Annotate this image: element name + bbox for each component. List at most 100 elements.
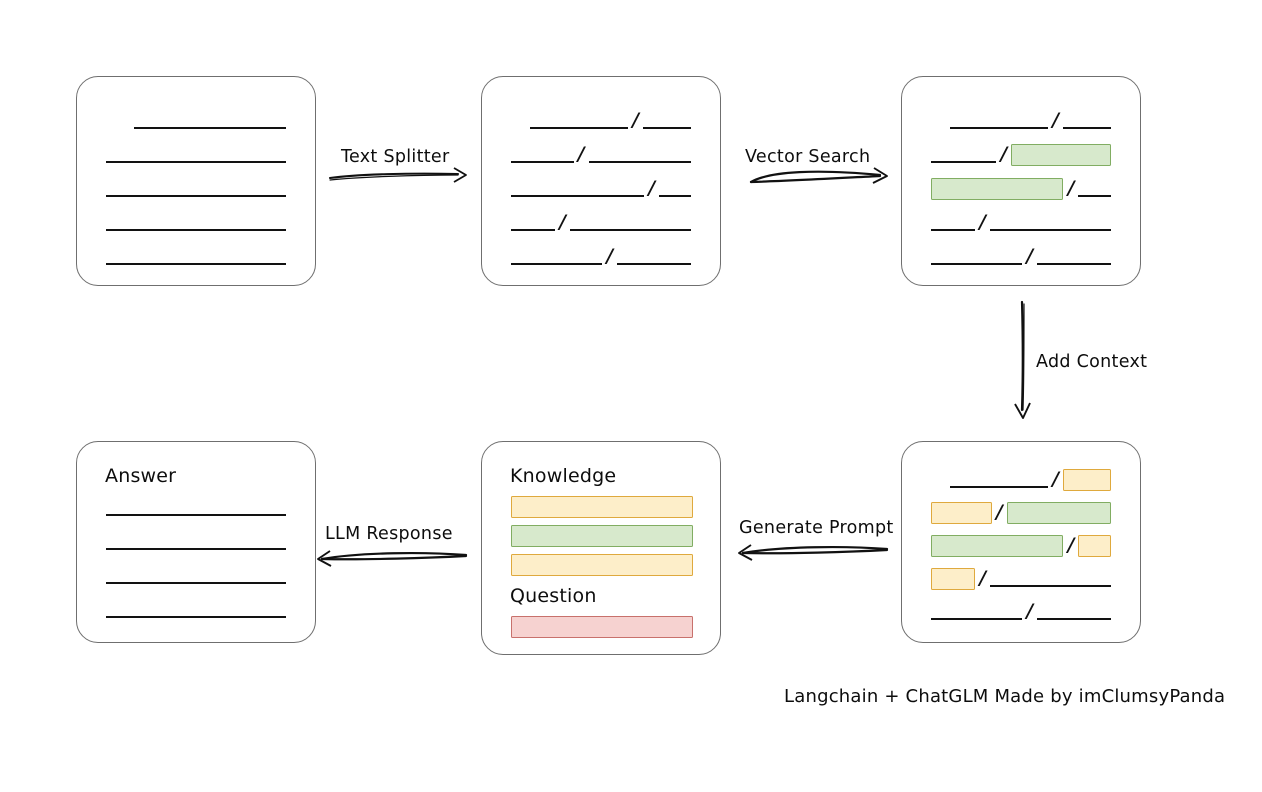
document-row bbox=[77, 211, 315, 235]
chunk-separator-slash: / bbox=[1052, 468, 1059, 490]
arrow-label-text-splitter: Text Splitter bbox=[341, 147, 450, 167]
text-line-segment bbox=[931, 229, 976, 231]
text-line-segment bbox=[106, 582, 286, 584]
prompt-box: Knowledge Question bbox=[481, 441, 721, 655]
text-line-segment bbox=[106, 616, 286, 618]
highlight-chunk-green bbox=[1011, 144, 1111, 166]
document-row: / bbox=[902, 109, 1140, 133]
split-chunks-box: / / / / / bbox=[481, 76, 721, 286]
chunk-separator-slash: / bbox=[1026, 245, 1034, 267]
text-line-segment bbox=[659, 195, 691, 197]
document-row bbox=[77, 177, 315, 201]
document-row: / bbox=[902, 211, 1140, 235]
document-row bbox=[77, 564, 315, 588]
highlight-chunk-green bbox=[1006, 502, 1111, 524]
document-row: / bbox=[482, 177, 720, 201]
text-line-segment bbox=[511, 263, 603, 265]
text-line-segment bbox=[931, 263, 1023, 265]
text-line-segment bbox=[1037, 263, 1111, 265]
vector-search-arrow bbox=[749, 167, 888, 184]
highlight-chunk-green bbox=[931, 178, 1064, 200]
chunk-separator-slash: / bbox=[1026, 600, 1034, 622]
document-row bbox=[77, 598, 315, 622]
knowledge-bar-green bbox=[511, 525, 693, 547]
answer-box: Answer bbox=[76, 441, 316, 643]
question-label: Question bbox=[510, 585, 597, 607]
document-row bbox=[77, 109, 315, 133]
add-context-arrow bbox=[1014, 300, 1031, 419]
text-line-segment bbox=[1078, 195, 1111, 197]
text-line-segment bbox=[106, 195, 286, 197]
document-row: / bbox=[482, 245, 720, 269]
document-row: / bbox=[902, 143, 1140, 167]
document-row: / bbox=[902, 567, 1140, 591]
highlight-chunk-green bbox=[931, 535, 1064, 557]
document-row bbox=[77, 496, 315, 520]
document-row bbox=[77, 245, 315, 269]
answer-label: Answer bbox=[105, 465, 177, 487]
document-row: / bbox=[902, 501, 1140, 525]
source-document-rows bbox=[77, 77, 315, 285]
text-line-segment bbox=[931, 618, 1023, 620]
text-line-segment bbox=[950, 127, 1049, 129]
chunk-separator-slash: / bbox=[606, 245, 614, 267]
knowledge-bar-yellow bbox=[511, 554, 693, 576]
text-line-segment bbox=[617, 263, 691, 265]
chunk-separator-slash: / bbox=[995, 501, 1003, 523]
text-line-segment bbox=[106, 548, 286, 550]
document-row: / bbox=[482, 143, 720, 167]
text-line-segment bbox=[643, 127, 691, 129]
question-bar-red bbox=[511, 616, 693, 638]
text-line-segment bbox=[989, 229, 1111, 231]
highlight-chunk-yellow bbox=[1078, 535, 1111, 557]
chunk-separator-slash: / bbox=[648, 177, 656, 199]
text-line-segment bbox=[511, 195, 645, 197]
highlight-chunk-yellow bbox=[931, 502, 992, 524]
matched-chunks-box: / / / / / bbox=[901, 76, 1141, 286]
arrow-label-vector-search: Vector Search bbox=[745, 147, 871, 167]
document-row: / bbox=[902, 534, 1140, 558]
arrow-label-llm-response: LLM Response bbox=[325, 524, 453, 544]
document-row bbox=[77, 530, 315, 554]
chunk-separator-slash: / bbox=[559, 211, 566, 233]
chunk-separator-slash: / bbox=[1067, 534, 1075, 556]
generate-prompt-arrow bbox=[738, 544, 889, 561]
arrow-label-add-context: Add Context bbox=[1036, 352, 1148, 372]
chunk-separator-slash: / bbox=[979, 567, 987, 589]
chunk-separator-slash: / bbox=[632, 109, 639, 131]
text-line-segment bbox=[931, 161, 997, 163]
text-line-segment bbox=[134, 127, 286, 129]
source-document-box bbox=[76, 76, 316, 286]
context-chunks-rows: / / / / / bbox=[902, 442, 1140, 642]
text-splitter-arrow bbox=[328, 167, 467, 183]
text-line-segment bbox=[530, 127, 629, 129]
document-row: / bbox=[902, 245, 1140, 269]
document-row: / bbox=[902, 468, 1140, 492]
chunk-separator-slash: / bbox=[1000, 143, 1008, 165]
text-line-segment bbox=[106, 229, 286, 231]
document-row bbox=[77, 143, 315, 167]
document-row: / bbox=[902, 600, 1140, 624]
credit-text: Langchain + ChatGLM Made by imClumsyPand… bbox=[784, 686, 1226, 707]
text-line-segment bbox=[1037, 618, 1111, 620]
text-line-segment bbox=[106, 161, 286, 163]
arrow-label-generate-prompt: Generate Prompt bbox=[739, 518, 894, 538]
answer-rows bbox=[77, 442, 315, 642]
llm-response-arrow bbox=[317, 550, 468, 567]
text-line-segment bbox=[106, 263, 286, 265]
split-chunks-rows: / / / / / bbox=[482, 77, 720, 285]
text-line-segment bbox=[106, 514, 286, 516]
chunk-separator-slash: / bbox=[979, 211, 986, 233]
chunk-separator-slash: / bbox=[577, 143, 585, 165]
chunk-separator-slash: / bbox=[1052, 109, 1059, 131]
text-line-segment bbox=[990, 585, 1111, 587]
highlight-chunk-yellow bbox=[1063, 469, 1111, 491]
chunk-separator-slash: / bbox=[1067, 177, 1075, 199]
document-row: / bbox=[482, 211, 720, 235]
text-line-segment bbox=[511, 229, 556, 231]
text-line-segment bbox=[950, 486, 1049, 488]
document-row: / bbox=[482, 109, 720, 133]
knowledge-bar-yellow bbox=[511, 496, 693, 518]
text-line-segment bbox=[569, 229, 691, 231]
